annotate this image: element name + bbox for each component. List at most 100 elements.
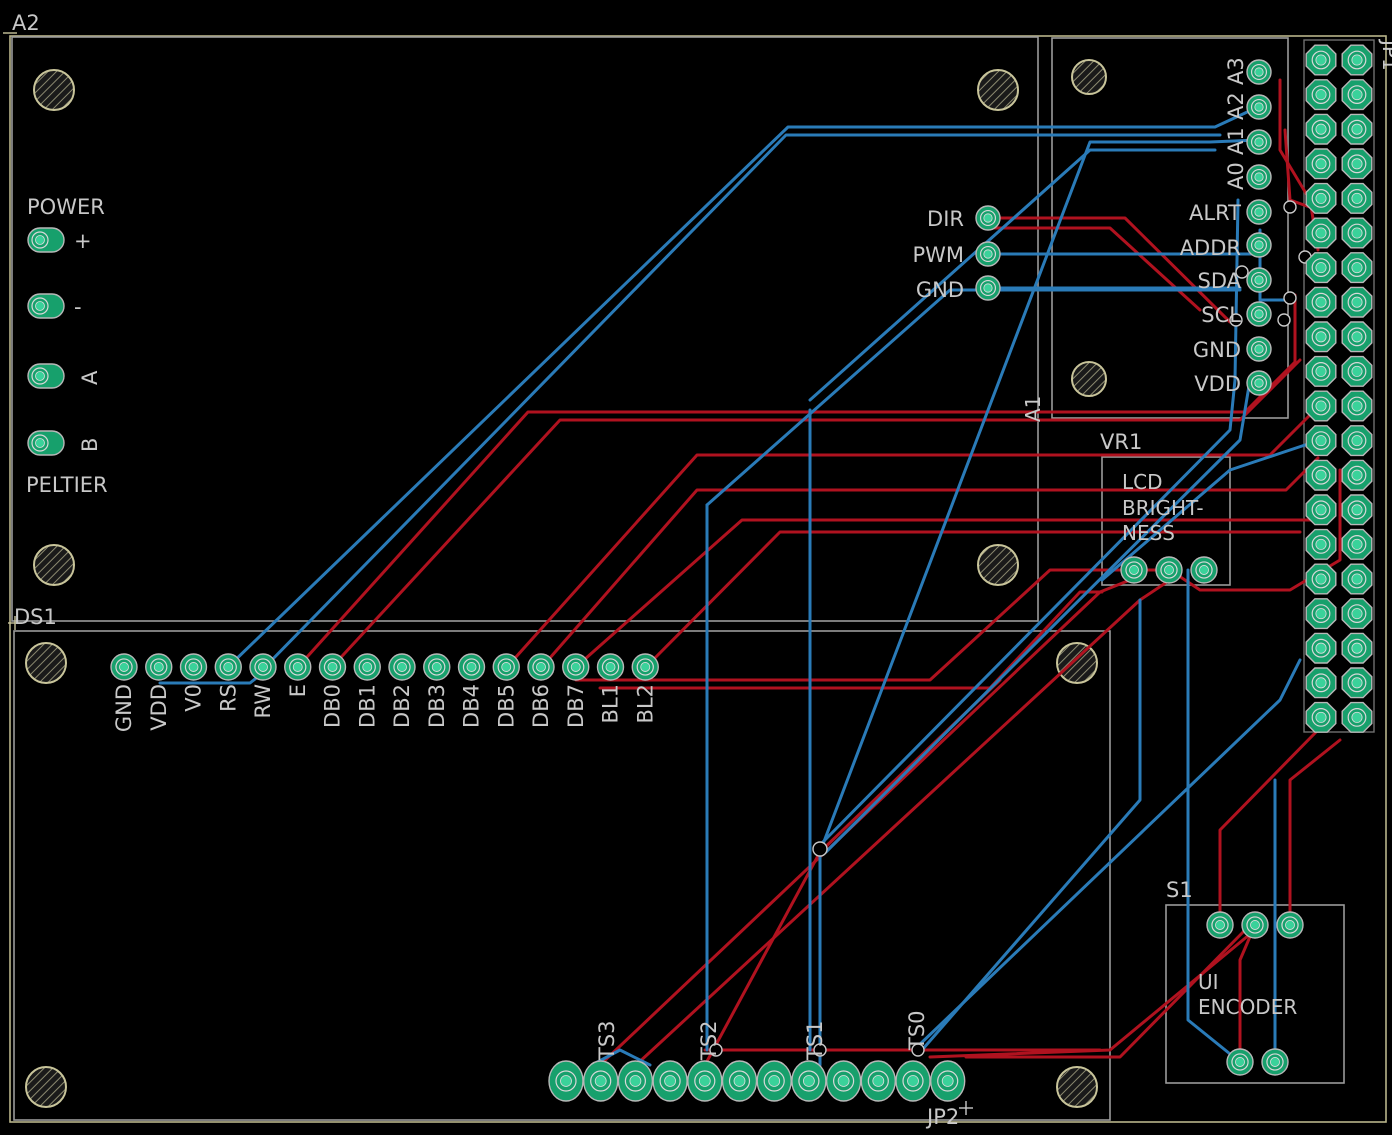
trace-blue[interactable] [705, 288, 1242, 507]
power-pad[interactable] [27, 293, 65, 319]
trace-red[interactable] [644, 530, 1302, 669]
jp1-pad[interactable] [1305, 321, 1337, 353]
trace-red[interactable] [986, 216, 1232, 324]
jp2-pad[interactable] [756, 1060, 792, 1102]
lcd-pad[interactable] [388, 653, 416, 681]
via[interactable] [813, 1043, 827, 1057]
encoder-pad[interactable] [1226, 1048, 1254, 1076]
jp1-pad[interactable] [1341, 113, 1373, 145]
encoder-pad[interactable] [1206, 911, 1234, 939]
trace-blue[interactable] [914, 658, 1302, 1050]
trace-blue[interactable] [226, 105, 1260, 669]
jp1-pad[interactable] [1341, 494, 1373, 526]
pot-pad[interactable] [1190, 556, 1218, 584]
jp1-pad[interactable] [1341, 217, 1373, 249]
mounting-hole[interactable] [1071, 59, 1107, 95]
trace-red[interactable] [964, 923, 1252, 1059]
sensor-pad[interactable] [1246, 129, 1272, 155]
jp1-pad[interactable] [1305, 79, 1337, 111]
trace-red[interactable] [703, 678, 1002, 1067]
jp2-pad[interactable] [825, 1060, 862, 1102]
jp1-pad[interactable] [1305, 182, 1337, 214]
lcd-pad[interactable] [284, 653, 312, 681]
sensor-pad[interactable] [1246, 59, 1272, 85]
mounting-hole[interactable] [25, 1066, 67, 1108]
jp2-pad[interactable] [721, 1060, 758, 1102]
mounting-hole[interactable] [1056, 1066, 1098, 1108]
trace-red[interactable] [598, 578, 1132, 1067]
via[interactable] [1283, 200, 1297, 214]
trace-blue[interactable] [263, 133, 1222, 669]
jp2-pad[interactable] [652, 1060, 688, 1102]
trace-red[interactable] [986, 226, 1202, 312]
sensor-pad[interactable] [1246, 301, 1272, 327]
via[interactable] [812, 841, 828, 857]
via[interactable] [1235, 265, 1249, 279]
jp1-pad[interactable] [1341, 182, 1373, 214]
trace-blue[interactable] [824, 378, 1252, 854]
lcd-pad[interactable] [562, 653, 590, 681]
motor-pad[interactable] [975, 241, 1001, 267]
trace-red[interactable] [1238, 923, 1257, 1064]
via[interactable] [1277, 313, 1291, 327]
jp1-pad[interactable] [1341, 632, 1373, 664]
trace-red[interactable] [598, 590, 1104, 690]
jp2-pad[interactable] [617, 1060, 654, 1102]
sensor-pad[interactable] [1246, 370, 1272, 396]
jp1-pad[interactable] [1305, 252, 1337, 284]
sensor-pad[interactable] [1246, 336, 1272, 362]
pot-pad[interactable] [1120, 556, 1148, 584]
jp1-pad[interactable] [1341, 321, 1373, 353]
motor-pad[interactable] [975, 275, 1001, 301]
mounting-hole[interactable] [33, 544, 75, 586]
lcd-pad[interactable] [110, 653, 138, 681]
jp1-pad[interactable] [1341, 44, 1373, 76]
power-pad[interactable] [27, 227, 65, 253]
trace-red[interactable] [1288, 738, 1342, 927]
sensor-pad[interactable] [1246, 199, 1272, 225]
jp1-pad[interactable] [1341, 390, 1373, 422]
mounting-hole[interactable] [25, 642, 67, 684]
mounting-hole[interactable] [1056, 642, 1098, 684]
jp1-pad[interactable] [1341, 425, 1373, 457]
lcd-pad[interactable] [145, 653, 173, 681]
lcd-pad[interactable] [318, 653, 347, 681]
mounting-hole[interactable] [977, 69, 1019, 111]
trace-blue[interactable] [590, 1048, 652, 1067]
jp1-pad[interactable] [1341, 459, 1373, 491]
jp1-pad[interactable] [1305, 667, 1337, 699]
mounting-hole[interactable] [33, 69, 75, 111]
jp1-pad[interactable] [1305, 390, 1337, 422]
jp1-pad[interactable] [1341, 286, 1373, 318]
jp1-pad[interactable] [1305, 148, 1337, 180]
trace-red[interactable] [505, 405, 1320, 669]
via[interactable] [1229, 313, 1243, 327]
jp1-pad[interactable] [1341, 563, 1373, 595]
via[interactable] [709, 1043, 723, 1057]
trace-red[interactable] [540, 456, 1320, 669]
jp2-pad[interactable] [895, 1060, 931, 1102]
jp1-pad[interactable] [1305, 459, 1337, 491]
lcd-pad[interactable] [527, 653, 555, 681]
lcd-pad[interactable] [249, 653, 277, 681]
jp1-pad[interactable] [1341, 79, 1373, 111]
sensor-pad[interactable] [1246, 164, 1272, 190]
encoder-pad[interactable] [1241, 911, 1269, 939]
pot-pad[interactable] [1155, 556, 1183, 584]
jp2-pad[interactable] [548, 1060, 584, 1102]
power-pad[interactable] [27, 430, 65, 456]
jp1-pad[interactable] [1341, 528, 1373, 560]
lcd-pad[interactable] [596, 653, 625, 681]
jp1-pad[interactable] [1305, 217, 1337, 249]
trace-blue[interactable] [818, 138, 1260, 854]
jp1-pad[interactable] [1305, 425, 1337, 457]
trace-blue[interactable] [920, 598, 1142, 1052]
jp1-pad[interactable] [1305, 632, 1337, 664]
trace-blue[interactable] [1186, 568, 1242, 1064]
power-pad[interactable] [27, 363, 65, 389]
lcd-pad[interactable] [492, 653, 520, 681]
mounting-hole[interactable] [977, 544, 1019, 586]
jp1-pad[interactable] [1305, 355, 1337, 387]
lcd-pad[interactable] [457, 653, 486, 681]
jp2-pad[interactable] [687, 1060, 723, 1102]
